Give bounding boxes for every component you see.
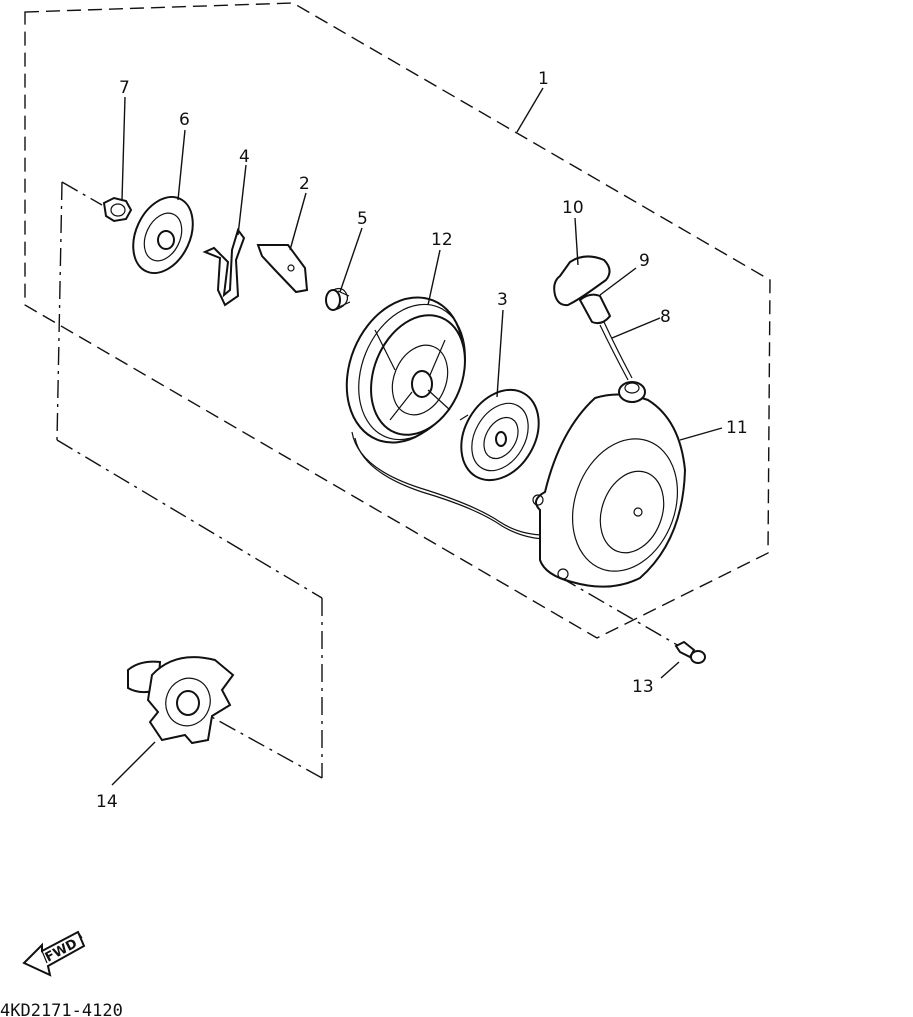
fwd-arrow-icon: FWD: [22, 930, 86, 977]
callout-7: 7: [119, 78, 130, 98]
leader-lines: [111, 87, 723, 786]
callout-6: 6: [179, 110, 190, 130]
part-6-plate: [132, 195, 194, 275]
callout-14: 14: [96, 792, 118, 812]
callout-11: 11: [726, 418, 748, 438]
callout-1: 1: [538, 69, 549, 89]
part-2-pawl: [256, 244, 309, 294]
part-5-spring: [325, 287, 351, 311]
callout-3: 3: [497, 290, 508, 310]
part-8-rope: [599, 321, 633, 381]
starter-rope: [351, 431, 546, 536]
callout-5: 5: [357, 209, 368, 229]
callout-13: 13: [632, 677, 654, 697]
part-9-grip: [578, 293, 612, 325]
callout-4: 4: [239, 147, 250, 167]
part-10-handle: [553, 255, 611, 307]
callout-10: 10: [562, 198, 584, 218]
assembly-1-boundary: [24, 2, 771, 639]
part-7-nut: [102, 196, 133, 223]
part-4-spring-clip: [202, 227, 246, 307]
part-12-pulley: [345, 296, 466, 444]
callout-8: 8: [660, 307, 671, 327]
callout-labels: 1 2 3 4 5 6 7 8 9 10 11 12 13 14: [96, 69, 748, 812]
callout-2: 2: [299, 174, 310, 194]
part-14-cam: [127, 656, 235, 745]
callout-12: 12: [431, 230, 453, 250]
drawing-code: 4KD2171-4120: [0, 1001, 123, 1017]
part-11-housing: [532, 381, 687, 588]
part-3-spiral-spring: [459, 388, 540, 482]
callout-9: 9: [639, 251, 650, 271]
part-13-bolt: [674, 640, 706, 664]
